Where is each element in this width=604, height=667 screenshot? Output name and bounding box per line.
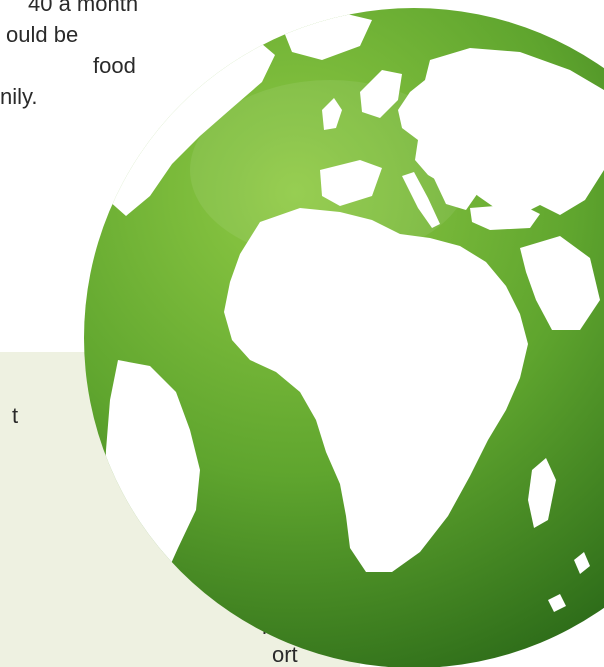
land-uk [322,98,342,130]
text-line: ort [272,642,298,667]
land-island [448,124,468,140]
land-arabia [520,236,600,330]
text-line: nily. [0,84,38,109]
land-madagascar [528,458,556,528]
land-italy [402,172,440,228]
text-line: ould be [6,22,79,47]
panel-text-fragment: t [12,403,19,428]
land-island [548,594,566,612]
land-iberia [320,160,382,206]
globe-highlight [190,80,470,260]
land-island [574,552,590,574]
land-turkey [470,204,540,230]
land-scandinavia [360,70,402,118]
text-line: food [93,53,136,78]
body-text-top: 40 a month ould be food nily. [0,0,220,112]
text-line: 40 a month [28,0,139,16]
land-balkans [430,166,480,210]
land-africa [224,208,528,572]
